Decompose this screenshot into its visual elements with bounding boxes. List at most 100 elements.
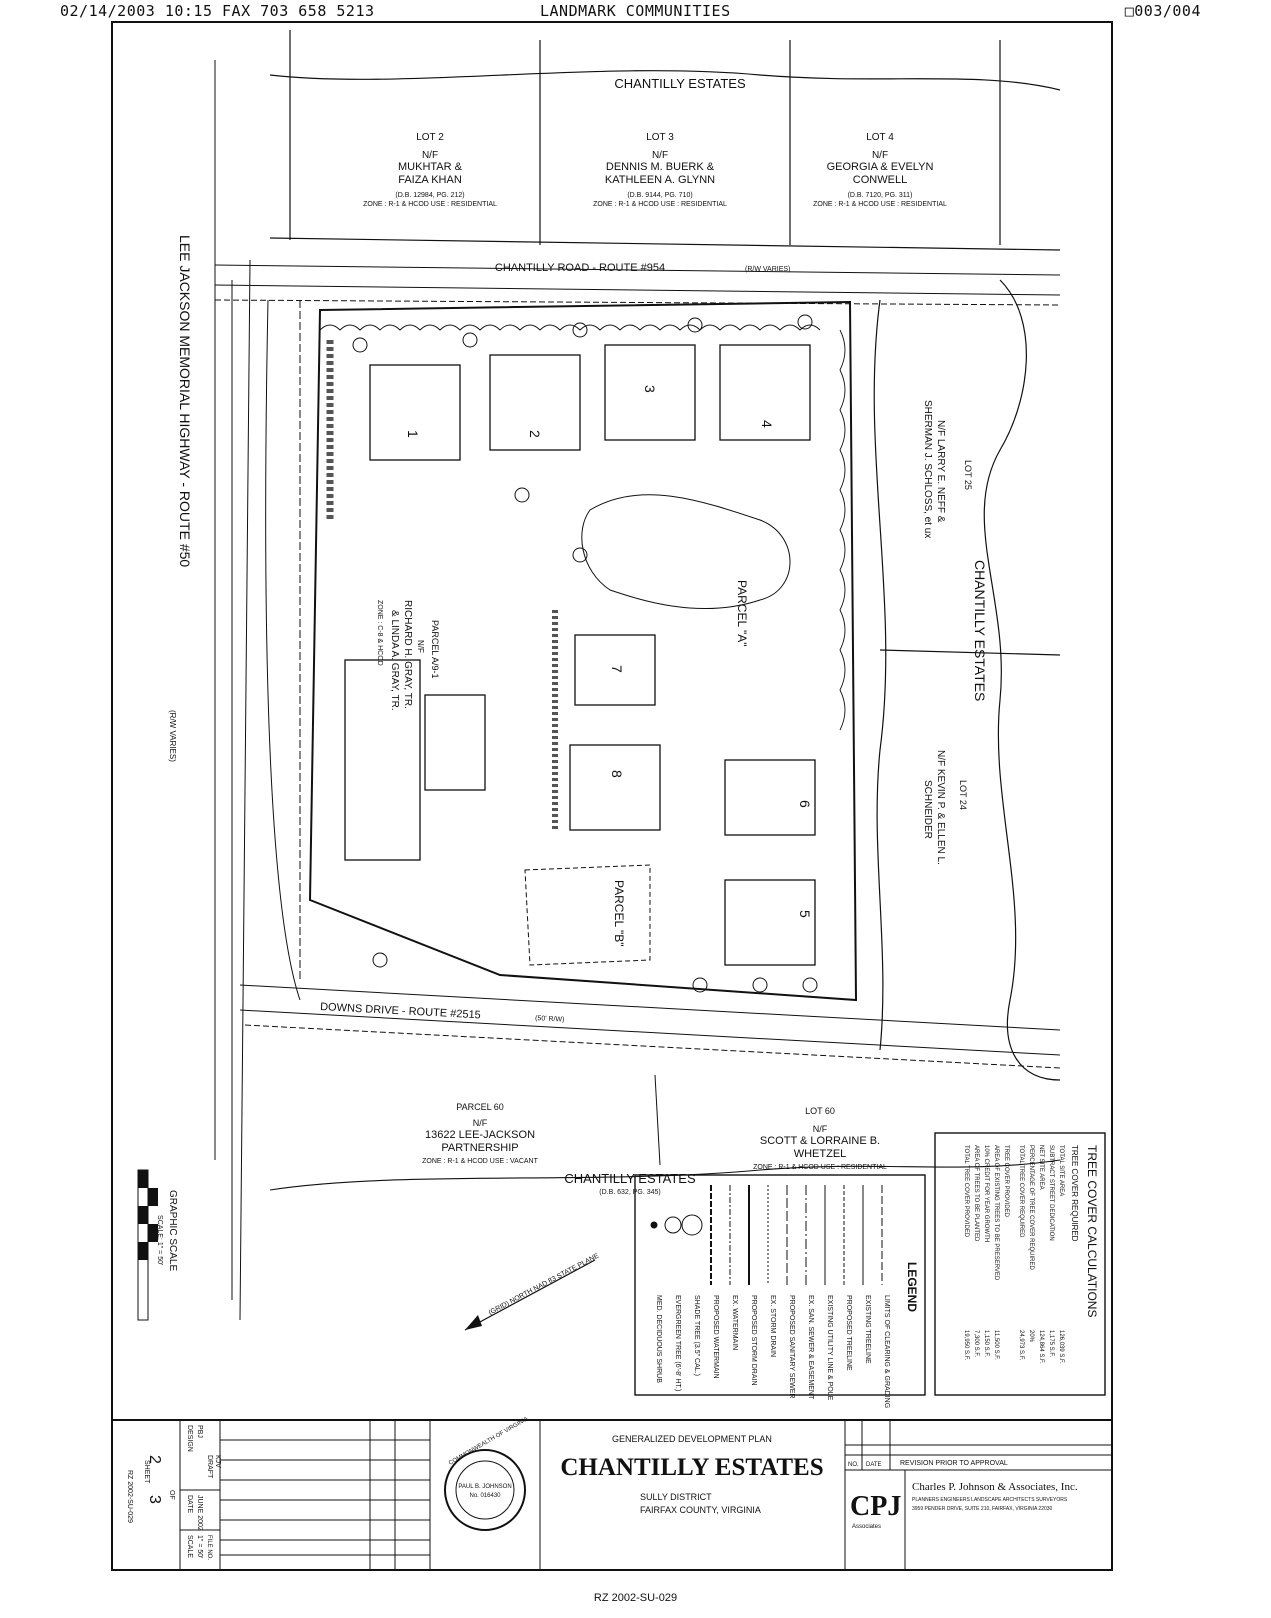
tree-cover-row-6-label: TREE COVER PROVIDED <box>1003 1145 1009 1218</box>
lot4-owner2: CONWELL <box>853 174 907 186</box>
site-boundary <box>308 300 858 1002</box>
south-lj-zone: ZONE : R-1 & HCOD USE : VACANT <box>422 1158 538 1165</box>
rz-number-footer: RZ 2002-SU-029 <box>593 1592 678 1604</box>
south-lot-line <box>654 1074 661 1166</box>
lot3-lot: LOT 3 <box>646 132 674 143</box>
scale-label: SCALE <box>186 1535 193 1558</box>
tree-cover-row-8-label: 10% CREDIT FOR YEAR GROWTH <box>983 1145 989 1242</box>
lot3-ref: (D.B. 9144, PG. 710) <box>627 192 692 199</box>
gray-owner2: & LINDA A. GRAY, TR. <box>389 610 400 711</box>
legend-item-4: EXISTING UTILITY LINE & POLE <box>826 1295 833 1401</box>
highway <box>214 60 301 1321</box>
lot3-zone: ZONE : R-1 & HCOD USE : RESIDENTIAL <box>593 201 727 208</box>
north-title: CHANTILLY ESTATES <box>614 76 746 91</box>
tree-cover-row-4-value: 20% <box>1028 1330 1034 1343</box>
graphic-scale-value: SCALE: 1" = 50' <box>156 1215 163 1265</box>
tree-cover-sub: TREE COVER REQUIRED <box>1070 1145 1079 1242</box>
parcel-b-outline <box>524 864 651 966</box>
east-lot24: LOT 24 <box>958 780 968 810</box>
highway-label: LEE JACKSON MEMORIAL HIGHWAY - ROUTE #50 <box>177 235 193 567</box>
design-label: DESIGN <box>186 1425 193 1452</box>
south-lj2: PARTNERSHIP <box>441 1142 518 1154</box>
lot2-owner1: MUKHTAR & <box>398 161 463 173</box>
fax-header-right: □003/004 <box>1124 2 1201 20</box>
south-title-ref: (D.B. 632, PG. 345) <box>599 1189 660 1196</box>
sheet-border <box>111 21 1113 1421</box>
sheet-label: SHEET <box>143 1460 150 1484</box>
firm-logo-sub: Associates <box>852 1524 881 1530</box>
design-value: PBJ <box>196 1425 203 1438</box>
date-label: DATE <box>186 1495 193 1513</box>
lot2-zone: ZONE : R-1 & HCOD USE : RESIDENTIAL <box>363 201 497 208</box>
revision-col-date: DATE <box>866 1462 882 1468</box>
sheet-total: 3 <box>146 1495 163 1504</box>
tree-cover-row-10-value: 19,950 S.F. <box>963 1330 969 1361</box>
date-value: JUNE 2002 <box>196 1495 203 1531</box>
seal-line3: No. 016430 <box>469 1493 501 1499</box>
revision-col-no: NO. <box>848 1462 859 1468</box>
gray-zone: ZONE : C-8 & HCOD <box>376 600 383 666</box>
tree-cover-row-9-value: 7,300 S.F. <box>973 1330 979 1357</box>
legend-symbols <box>650 1185 883 1285</box>
lot-numbers: 1 2 3 4 5 6 7 8 <box>405 385 813 918</box>
lot-number-5: 5 <box>797 910 813 918</box>
parcel-a9-label: PARCEL A/9-1 <box>430 620 440 679</box>
tree-cover-row-9-label: AREA OF TREES TO BE PLANTED <box>973 1145 979 1242</box>
south-wh-nf: N/F <box>813 1124 828 1134</box>
tree-cover-row-3-value: 124,864 S.F. <box>1038 1330 1044 1364</box>
south-lj-nf: N/F <box>473 1118 488 1128</box>
legend-item-10: PROPOSED WATERMAIN <box>712 1295 719 1379</box>
south-parcel60: PARCEL 60 <box>456 1102 504 1112</box>
parcel-a-outline <box>581 494 791 610</box>
legend-item-2: EXISTING TREELINE <box>864 1295 871 1364</box>
rz-number-side: RZ 2002-SU-029 <box>126 1470 133 1523</box>
east-lots <box>873 279 1061 1081</box>
south-wh2: WHETZEL <box>794 1148 847 1160</box>
lot-number-3: 3 <box>642 385 658 393</box>
tree-cover-row-1-label: TOTAL SITE AREA <box>1058 1145 1064 1196</box>
lot4-label: LOT 4 N/F GEORGIA & EVELYN CONWELL (D.B.… <box>813 132 947 208</box>
east-neff2: SHERMAN J. SCHLOSS, et ux <box>922 400 933 538</box>
legend-item-13: MED. DECIDUOUS SHRUB <box>655 1295 662 1383</box>
plan-district: SULLY DISTRICT <box>640 1492 712 1502</box>
south-wh-zone: ZONE : R-1 & HCOD USE : RESIDENTIAL <box>753 1164 887 1171</box>
legend-title: LEGEND <box>905 1262 919 1312</box>
legend-item-6: PROPOSED SANITARY SEWER <box>788 1295 795 1398</box>
fax-header-center: LANDMARK COMMUNITIES <box>540 2 731 20</box>
legend-box <box>634 1174 926 1396</box>
file-no-label: FILE NO. <box>206 1535 212 1560</box>
lot-number-1: 1 <box>405 430 421 438</box>
lot3-owner1: DENNIS M. BUERK & <box>606 161 715 173</box>
east-neff1: N/F LARRY E. NEFF & <box>935 420 946 523</box>
tree-cover-row-2-label: SUBTRACT STREET DEDICATION <box>1048 1145 1054 1241</box>
highway-row: (R/W VARIES) <box>168 710 177 762</box>
south-boundary <box>269 1159 1061 1191</box>
tree-cover-row-10-label: TOTAL TREE COVER PROVIDED <box>963 1145 969 1238</box>
east-lot25: LOT 25 <box>963 460 973 490</box>
tree-cover-title: TREE COVER CALCULATIONS <box>1085 1145 1099 1317</box>
east-schneider2: SCHNEIDER <box>922 780 933 839</box>
firm-logo: CPJ <box>850 1491 901 1522</box>
tree-cover-rows: TOTAL SITE AREA 126,039 S.F. SUBTRACT ST… <box>963 1145 1064 1364</box>
lot4-lot: LOT 4 <box>866 132 894 143</box>
legend-item-12: EVERGREEN TREE (6'-8' HT.) <box>674 1295 681 1391</box>
lot3-owner2: KATHLEEN A. GLYNN <box>605 174 715 186</box>
legend-item-5: EX. SAN. SEWER & EASEMENT <box>807 1295 814 1400</box>
legend-item-11: SHADE TREE (3.5" CAL.) <box>693 1295 700 1376</box>
title-block <box>111 1419 1113 1571</box>
lot-number-6: 6 <box>797 800 813 808</box>
lot4-owner1: GEORGIA & EVELYN <box>827 161 934 173</box>
sheet-number-block: RZ 2002-SU-029 SHEET 2 OF 3 DESIGN PBJ D… <box>126 1425 221 1560</box>
firm-name: Charles P. Johnson & Associates, Inc. <box>912 1481 1078 1493</box>
legend-item-8: PROPOSED STORM DRAIN <box>750 1295 757 1386</box>
downs-drive <box>239 984 1061 1069</box>
south-lot60: LOT 60 <box>805 1106 835 1116</box>
legend-item-1: LIMITS OF CLEARING & GRADING <box>883 1295 890 1408</box>
plan-subtitle: GENERALIZED DEVELOPMENT PLAN <box>612 1434 772 1444</box>
tree-cover-row-8-value: 1,150 S.F. <box>983 1330 989 1357</box>
south-labels: PARCEL 60 LOT 60 N/F 13622 LEE-JACKSON P… <box>422 1102 887 1196</box>
east-schneider1: N/F KEVIN P. & ELLEN L. <box>935 750 946 865</box>
chantilly-road-label: CHANTILLY ROAD - ROUTE #954 <box>495 262 665 274</box>
lot-number-8: 8 <box>609 770 625 778</box>
lot-number-7: 7 <box>609 665 625 673</box>
